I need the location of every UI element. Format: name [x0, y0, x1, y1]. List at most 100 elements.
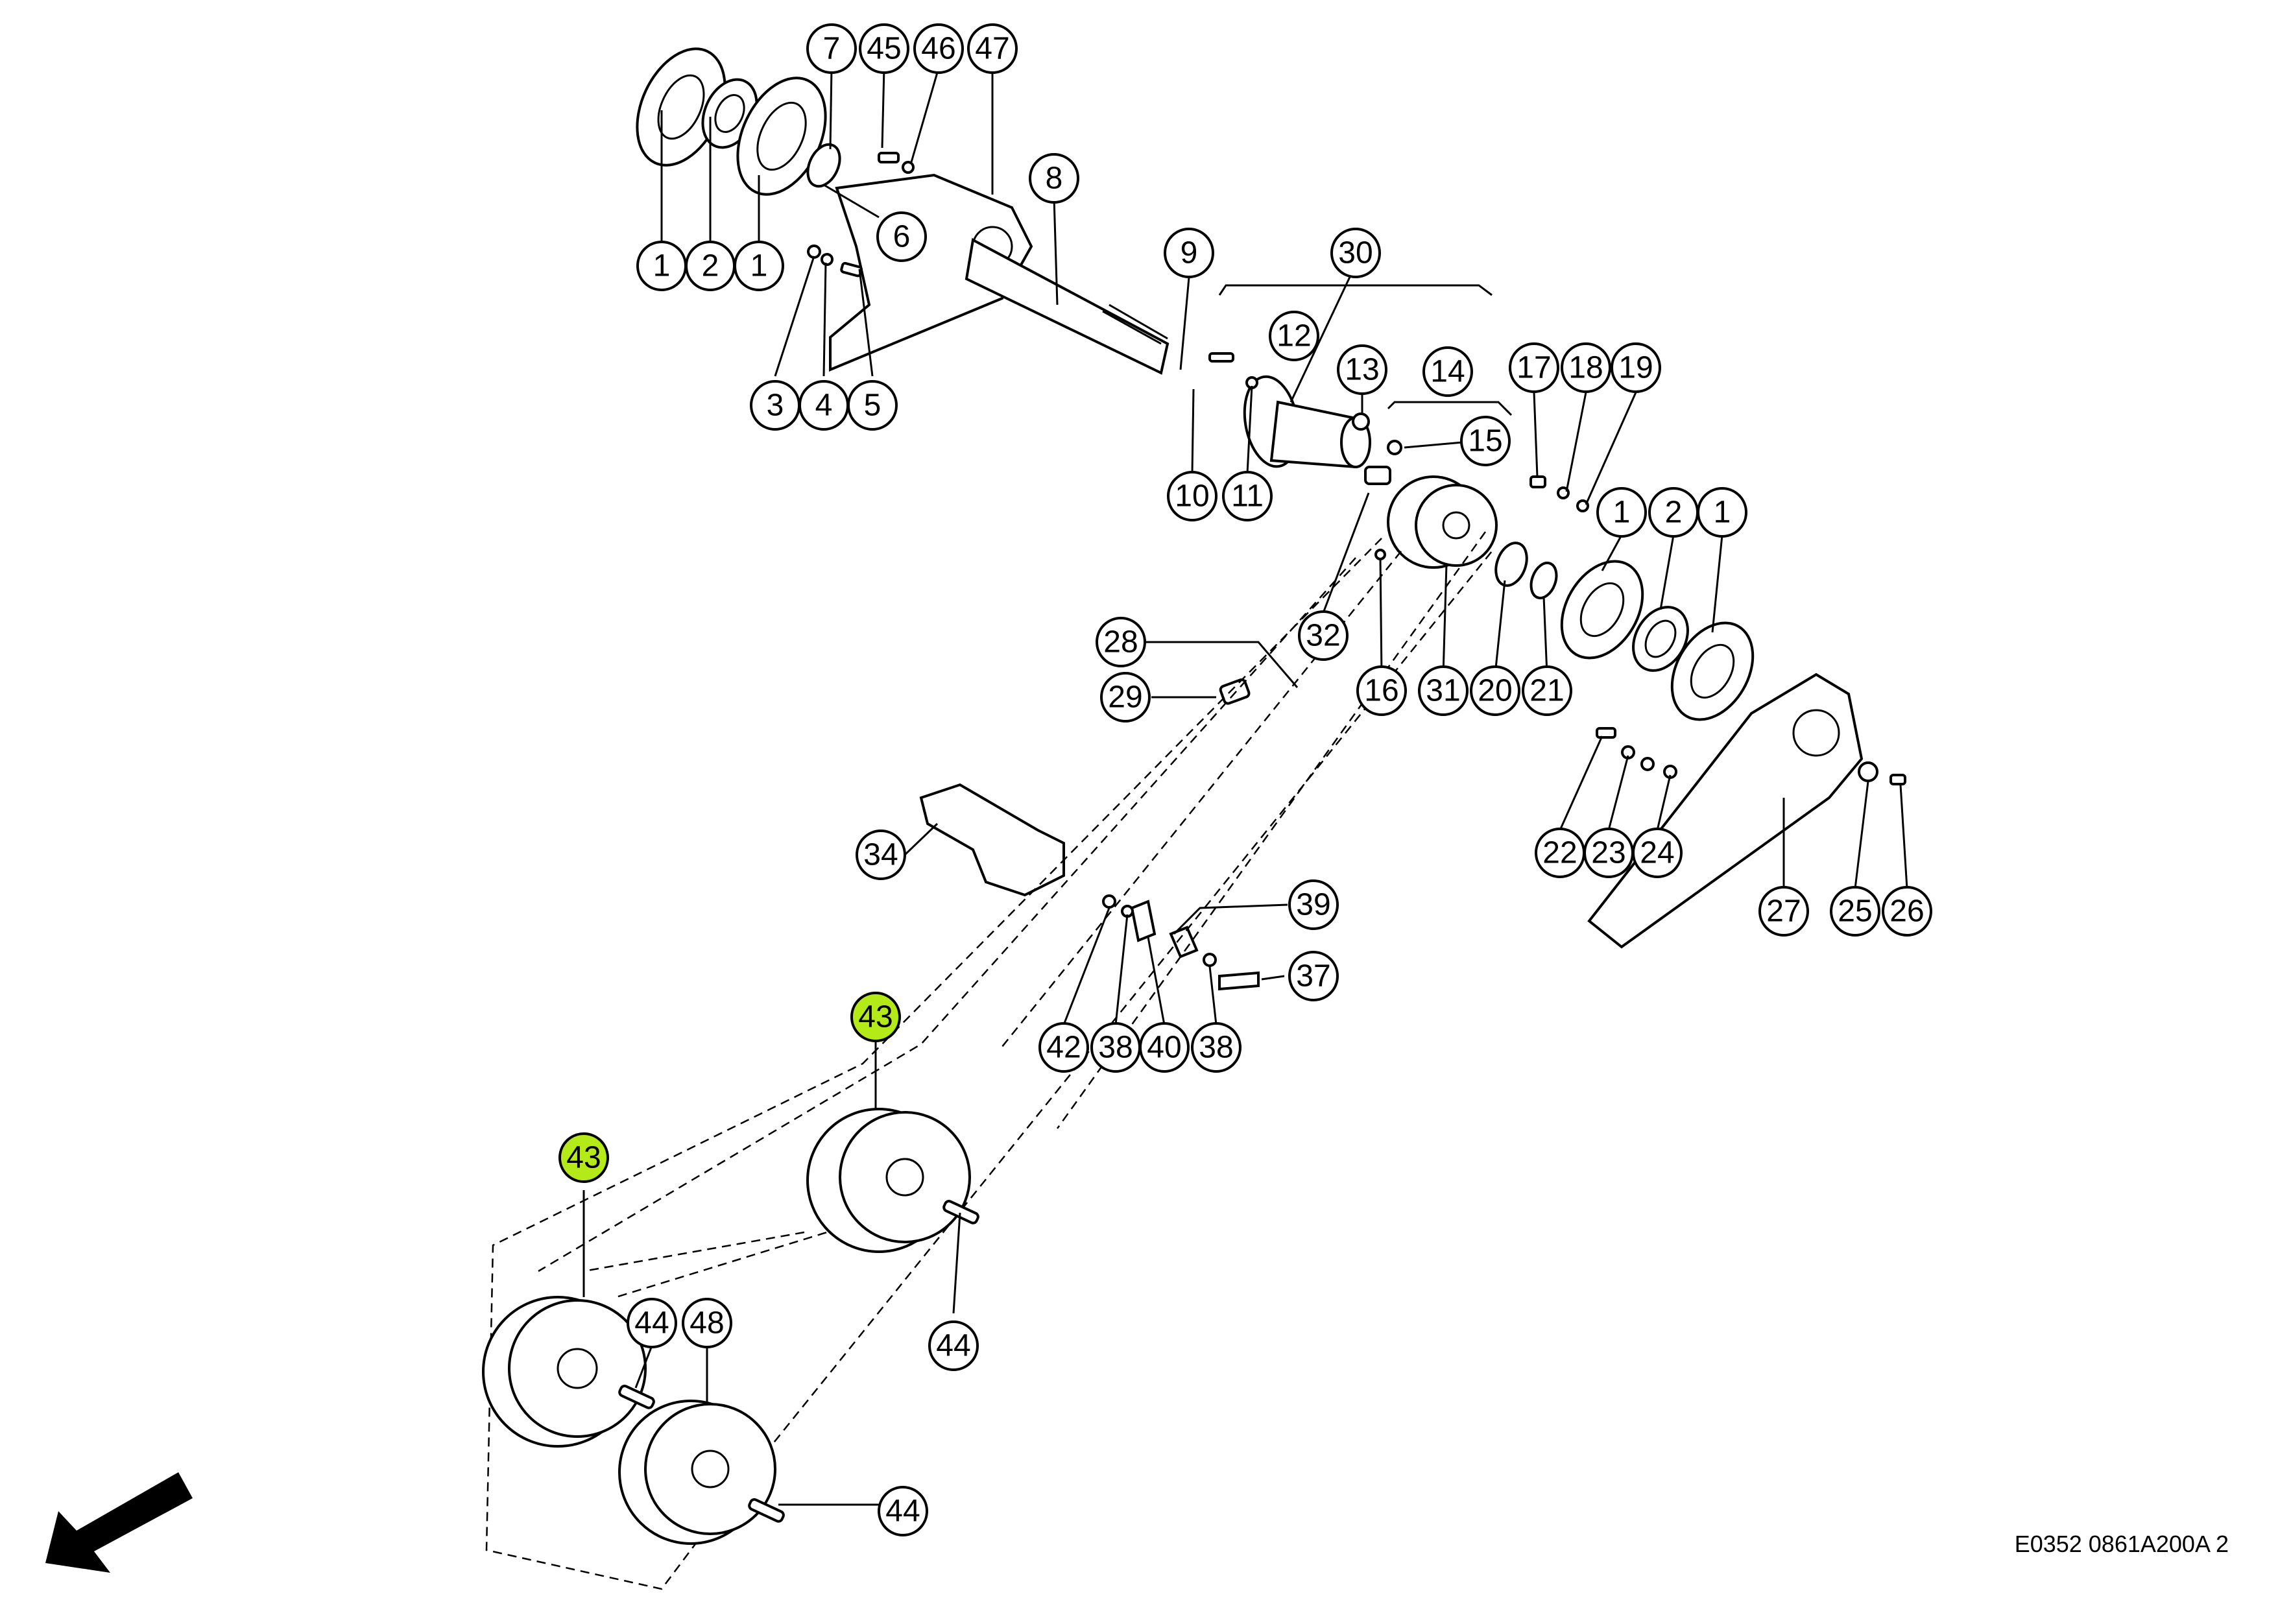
callout-label: 38 — [1199, 1031, 1233, 1065]
callout-label: 1 — [653, 249, 671, 283]
callout-label: 20 — [1478, 674, 1512, 708]
callout-12: 12 — [1269, 311, 1319, 361]
ring-20 — [1494, 542, 1528, 587]
callout-label: 34 — [863, 838, 898, 872]
callout-40: 40 — [1139, 1022, 1190, 1073]
callout-28: 28 — [1096, 617, 1146, 667]
callout-label: 48 — [690, 1306, 724, 1341]
callout-10: 10 — [1167, 471, 1217, 521]
callout-31: 31 — [1418, 665, 1469, 716]
callout-45: 45 — [859, 23, 909, 74]
support-arm — [1587, 673, 1864, 949]
callout-25: 25 — [1830, 886, 1880, 937]
callout-label: 27 — [1766, 894, 1801, 929]
callout-label: 1 — [1714, 496, 1731, 530]
callout-37: 37 — [1288, 951, 1339, 1001]
callout-18: 18 — [1561, 342, 1611, 393]
callout-label: 37 — [1296, 959, 1330, 994]
callout-4: 4 — [798, 380, 849, 431]
callout-label: 44 — [885, 1494, 920, 1529]
drawing-code: E0352 0861A200A 2 — [2014, 1531, 2229, 1557]
flange-right-outer — [1560, 560, 1644, 660]
callout-15: 15 — [1460, 416, 1511, 466]
callout-27: 27 — [1758, 886, 1809, 937]
callout-label: 19 — [1618, 351, 1653, 385]
callout-label: 8 — [1046, 161, 1063, 196]
callout-7: 7 — [806, 23, 857, 74]
callout-label: 11 — [1231, 479, 1264, 514]
callout-34: 34 — [856, 830, 906, 880]
callout-label: 25 — [1838, 894, 1872, 929]
callout-23: 23 — [1583, 828, 1634, 878]
callout-9: 9 — [1164, 228, 1214, 278]
callout-44: 44 — [928, 1320, 979, 1371]
callout-label: 43 — [566, 1141, 601, 1175]
callout-8: 8 — [1029, 153, 1079, 204]
sprocket-48 — [618, 1400, 776, 1545]
sprocket-upper — [806, 1108, 971, 1253]
collar-7 — [806, 143, 841, 188]
callout-label: 46 — [921, 32, 955, 66]
tensioner-plate — [1130, 900, 1157, 942]
callout-label: 44 — [634, 1306, 669, 1341]
callout-17: 17 — [1509, 342, 1559, 393]
callout-44: 44 — [627, 1298, 677, 1348]
callout-30: 30 — [1330, 228, 1381, 278]
callout-label: 23 — [1591, 836, 1625, 870]
flange-left-inner — [736, 77, 827, 196]
callout-label: 44 — [936, 1329, 970, 1363]
callout-label: 21 — [1529, 674, 1564, 708]
main-shaft — [965, 237, 1169, 375]
callout-label: 30 — [1338, 236, 1373, 270]
callout-label: 16 — [1364, 674, 1398, 708]
callout-22: 22 — [1535, 828, 1585, 878]
callout-label: 38 — [1098, 1031, 1133, 1065]
callout-38: 38 — [1090, 1022, 1141, 1073]
callout-48: 48 — [682, 1298, 732, 1348]
callout-43-highlighted: 43 — [558, 1132, 609, 1183]
callout-6: 6 — [876, 211, 927, 262]
callout-label: 2 — [702, 249, 719, 283]
callout-3: 3 — [750, 380, 800, 431]
callout-label: 17 — [1517, 351, 1551, 385]
callout-19: 19 — [1611, 342, 1661, 393]
callout-43-highlighted: 43 — [850, 992, 901, 1042]
front-direction-arrow — [45, 1472, 193, 1573]
callout-5: 5 — [847, 380, 898, 431]
callout-label: 28 — [1103, 625, 1138, 660]
callout-label: 2 — [1665, 496, 1683, 530]
callout-label: 24 — [1640, 836, 1674, 870]
small-sprocket — [1387, 475, 1498, 569]
callout-label: 32 — [1306, 619, 1340, 653]
callout-label: 1 — [750, 249, 768, 283]
callout-label: 12 — [1277, 319, 1311, 353]
pin-44c — [748, 1498, 785, 1523]
callout-label: 31 — [1426, 674, 1460, 708]
pin-44b — [618, 1384, 655, 1409]
callout-label: 42 — [1046, 1031, 1081, 1065]
callout-2: 2 — [685, 241, 736, 291]
callout-label: 26 — [1889, 894, 1924, 929]
callout-label: 29 — [1108, 680, 1142, 715]
tensioner-spacer — [1169, 925, 1199, 959]
callout-14: 14 — [1422, 346, 1473, 397]
callout-label: 45 — [867, 32, 901, 66]
callout-label: 18 — [1568, 351, 1603, 385]
callout-label: 1 — [1613, 496, 1631, 530]
callout-16: 16 — [1356, 665, 1407, 716]
callout-26: 26 — [1882, 886, 1932, 937]
bracket-34 — [919, 783, 1065, 897]
callout-20: 20 — [1470, 665, 1520, 716]
callout-label: 39 — [1296, 888, 1330, 922]
callout-1: 1 — [1596, 487, 1647, 538]
ring-21 — [1529, 561, 1558, 600]
callout-39: 39 — [1288, 879, 1339, 930]
callout-label: 14 — [1430, 355, 1465, 389]
callout-label: 5 — [864, 388, 882, 423]
callout-label: 4 — [815, 388, 833, 423]
callout-label: 9 — [1181, 236, 1198, 270]
callout-21: 21 — [1522, 665, 1572, 716]
callout-47: 47 — [967, 23, 1018, 74]
callout-label: 6 — [893, 220, 911, 254]
